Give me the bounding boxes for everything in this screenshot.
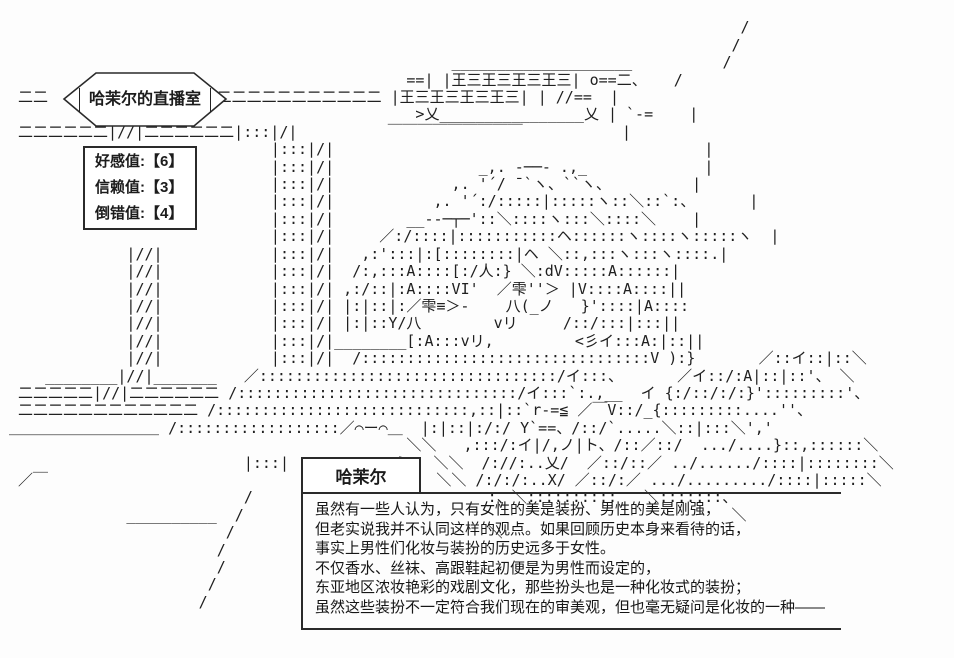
dialogue-line: 虽然有一些人认为，只有女性的美是装扮、男性的美是刚强， xyxy=(315,501,721,518)
speaker-name: 哈茉尔 xyxy=(335,468,387,487)
stream-title-bubble: 哈茉尔的直播室 xyxy=(58,68,232,132)
dialogue-box[interactable]: 虽然有一些人认为，只有女性的美是装扮、男性的美是刚强， 但老实说我并不认同这样的… xyxy=(301,492,841,630)
speaker-name-box: 哈茉尔 xyxy=(301,457,421,494)
stat-perversion: 倒错值:【4】 xyxy=(95,205,184,222)
dialogue-line: 不仅香水、丝袜、高跟鞋起初便是为男性而设定的， xyxy=(315,559,661,577)
stat-trust: 信赖值:【3】 xyxy=(95,179,184,196)
hexagon-frame xyxy=(62,72,228,127)
dialogue-line: 事实上男性们化妆与装扮的历史远多于女性。 xyxy=(315,540,616,557)
dialogue-line: 东亚地区浓妆艳彩的戏剧文化，那些扮头也是一种化妆式的装扮； xyxy=(315,579,751,596)
stats-box: 好感值:【6】 信赖值:【3】 倒错值:【4】 xyxy=(83,146,197,230)
stream-title-text: 哈茉尔的直播室 xyxy=(58,68,232,132)
dialogue-line: 虽然这些装扮不一定符合我们现在的审美观，但也毫无疑问是化妆的一种—— xyxy=(315,598,826,616)
dialogue-line: 但老实说我并不认同这样的观点。如果回顾历史本身来看待的话， xyxy=(315,520,751,538)
stat-favor: 好感值:【6】 xyxy=(95,153,184,170)
